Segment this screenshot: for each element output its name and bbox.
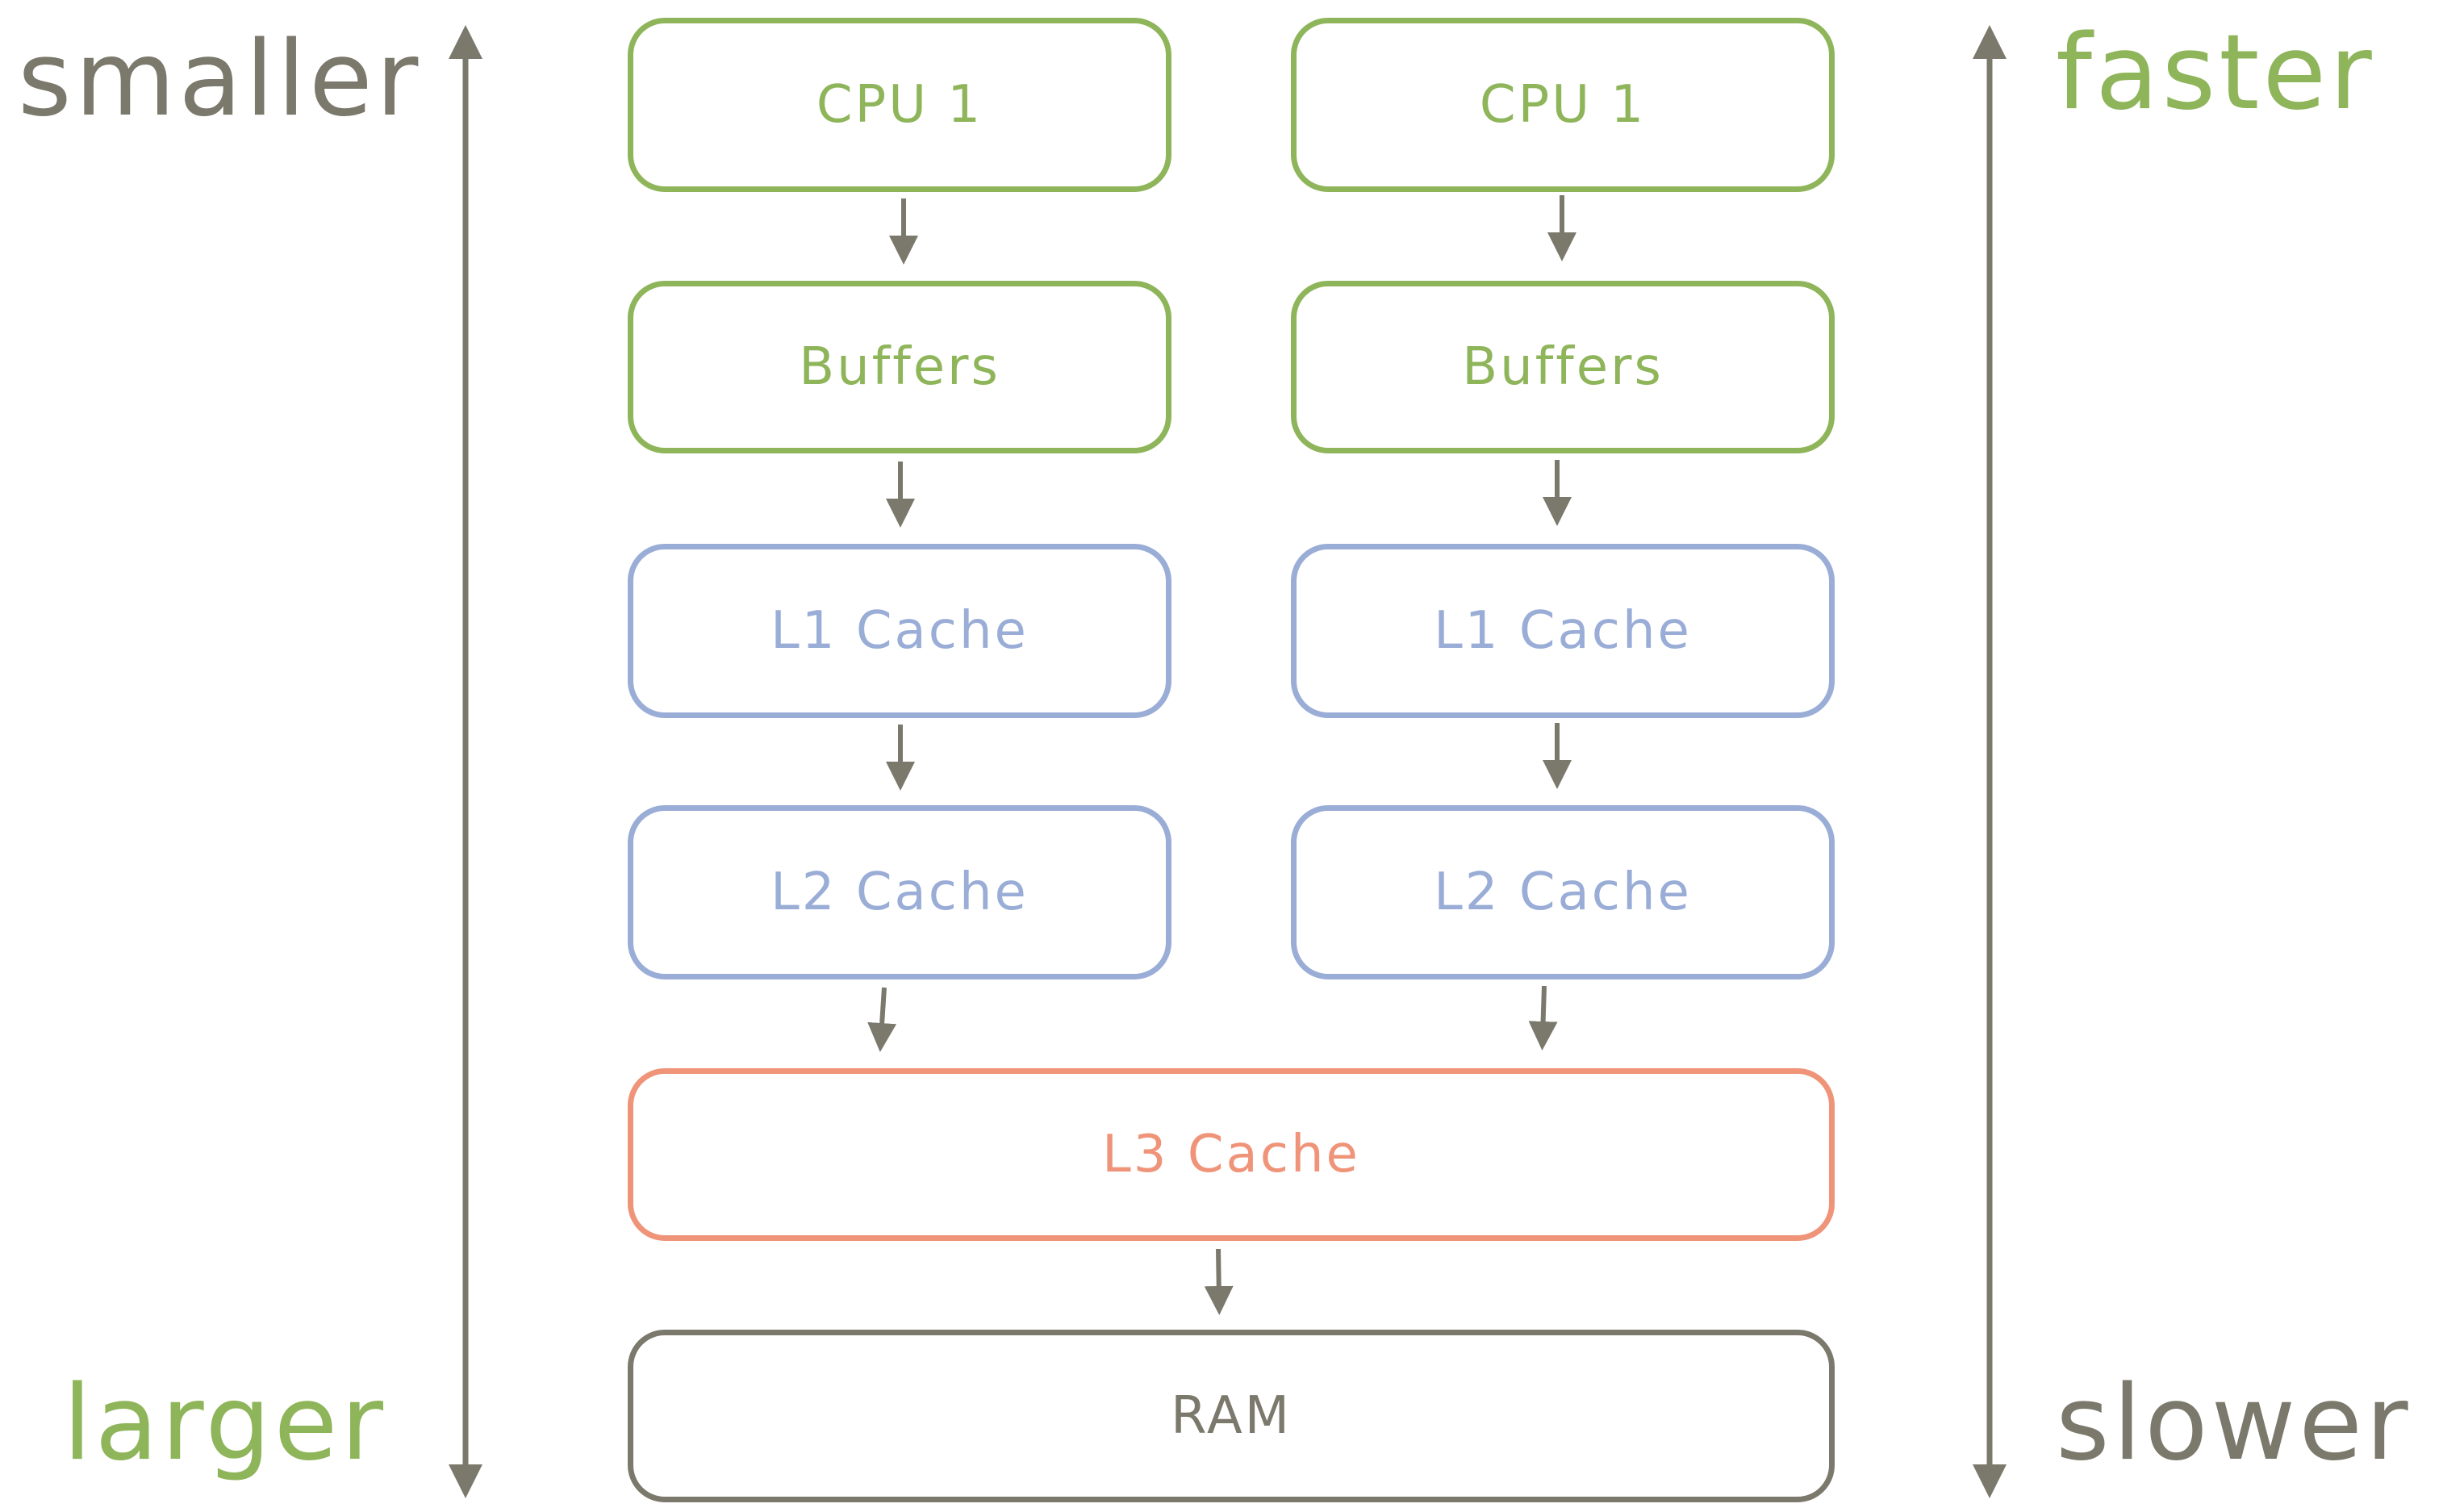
l2-cache-label: L2 Cache	[770, 863, 1029, 922]
buffers-label: Buffers	[799, 337, 1000, 397]
flow-arrow-l2-l3-right	[1528, 985, 1558, 1050]
l2-cache-label: L2 Cache	[1434, 863, 1692, 922]
ram-box: RAM	[628, 1330, 1835, 1502]
buffers-label: Buffers	[1462, 337, 1664, 397]
label-smaller: smaller	[18, 19, 422, 140]
flow-arrow-l2-l3-left	[867, 987, 897, 1052]
buffers-box-left: Buffers	[628, 281, 1171, 453]
cpu-box-right: CPU 1	[1291, 18, 1835, 192]
l1-cache-label: L1 Cache	[770, 601, 1029, 661]
label-larger: larger	[63, 1364, 386, 1484]
flow-arrow-l3-ram	[1204, 1248, 1234, 1315]
ram-label: RAM	[1171, 1386, 1292, 1446]
l2-cache-box-left: L2 Cache	[628, 805, 1171, 979]
l3-cache-box: L3 Cache	[628, 1068, 1835, 1241]
label-slower: slower	[2056, 1364, 2412, 1484]
l1-cache-label: L1 Cache	[1434, 601, 1692, 661]
cpu-label: CPU 1	[1479, 75, 1647, 135]
cpu-label: CPU 1	[816, 75, 983, 135]
label-faster: faster	[2056, 13, 2375, 133]
l1-cache-box-left: L1 Cache	[628, 544, 1171, 718]
l1-cache-box-right: L1 Cache	[1291, 544, 1835, 718]
cpu-box-left: CPU 1	[628, 18, 1171, 192]
l3-cache-label: L3 Cache	[1102, 1125, 1360, 1184]
buffers-box-right: Buffers	[1291, 281, 1835, 453]
l2-cache-box-right: L2 Cache	[1291, 805, 1835, 979]
